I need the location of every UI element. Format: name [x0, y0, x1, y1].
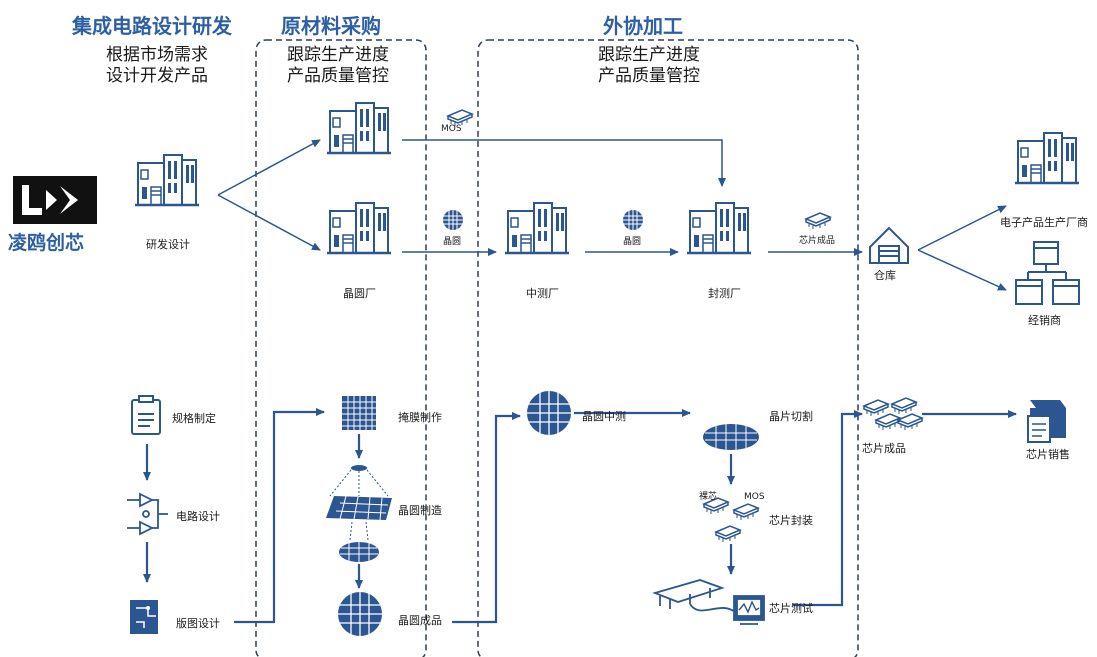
- wafer-fab-label: 晶圆厂: [343, 287, 376, 300]
- package-test-fab-label: 封测厂: [708, 287, 741, 300]
- chip-product-final-label: 芯片成品: [862, 442, 906, 455]
- wafer-label: 晶圆: [443, 237, 462, 247]
- chip-product-icon: [805, 212, 831, 230]
- wafer-mid-test-label: 晶圆中测: [582, 410, 626, 423]
- wafer-icon: [442, 209, 464, 231]
- chip-sales-label: 芯片销售: [1026, 448, 1070, 461]
- chip-product-final-icon: [897, 413, 923, 431]
- brand-logo: [13, 176, 97, 224]
- packaged-chip-icon: [715, 525, 741, 543]
- outsource-subtitle: 跟踪生产进度 产品质量管控: [588, 45, 710, 87]
- procurement-box: [255, 39, 427, 657]
- layout-design-label: 版图设计: [176, 617, 220, 630]
- wafer-product-icon: [338, 592, 382, 636]
- spec-icon: [131, 395, 161, 435]
- wafer-manufacture-icon: [326, 465, 392, 562]
- wafer-mid-test-icon: [527, 391, 571, 435]
- circuit-design-icon: [127, 492, 168, 536]
- rd-design-label: 研发设计: [146, 238, 190, 251]
- mos-process-label: MOS: [744, 492, 765, 502]
- circuit-design-label: 电路设计: [176, 510, 220, 523]
- rd-design-icon: [133, 153, 201, 207]
- rd-header: 集成电路设计研发: [72, 14, 232, 38]
- warehouse-icon: [869, 226, 909, 264]
- outsource-subtitle-line-1: 跟踪生产进度: [598, 45, 700, 65]
- spec-label: 规格制定: [172, 412, 216, 425]
- rd-subtitle-line-2: 设计开发产品: [106, 66, 208, 86]
- chip-product-final-icon: [891, 397, 917, 415]
- warehouse-label: 仓库: [874, 269, 896, 282]
- procurement-subtitle: 跟踪生产进度 产品质量管控: [277, 45, 399, 87]
- package-test-fab-icon: [685, 201, 753, 255]
- chip-testing-icon: [652, 579, 765, 625]
- mask-making-label: 掩膜制作: [398, 411, 442, 424]
- process-left-connectors: [143, 408, 325, 624]
- outsource-subtitle-line-2: 产品质量管控: [598, 66, 700, 86]
- chip-packaging-label: 芯片封装: [769, 514, 813, 527]
- brand-name: 凌鸥创芯: [8, 232, 85, 254]
- chip-testing-label: 芯片测试: [769, 602, 813, 615]
- wafer-product-label: 晶圆成品: [398, 614, 442, 627]
- supply-chain-connectors: [217, 139, 1007, 291]
- wafer-manufacture-label: 晶圆制造: [398, 504, 442, 517]
- distributor-label: 经销商: [1028, 314, 1061, 327]
- outsource-box: [477, 39, 859, 657]
- rd-subtitle-line-1: 根据市场需求: [106, 45, 208, 65]
- chip-product-final-icon: [863, 399, 889, 417]
- process-mid-connectors: [355, 412, 521, 624]
- bare-die-label: 裸芯: [699, 492, 718, 502]
- mid-test-fab-label: 中测厂: [526, 287, 559, 300]
- chip-sales-icon: [1027, 400, 1066, 443]
- wafer-fab-icon: [325, 201, 393, 255]
- electronics-maker-icon: [1013, 131, 1081, 185]
- outsource-header: 外协加工: [603, 14, 683, 38]
- procurement-subtitle-line-1: 跟踪生产进度: [287, 45, 389, 65]
- wafer-icon: [622, 209, 644, 231]
- distributor-icon: [1015, 241, 1080, 305]
- layout-design-icon: [130, 600, 158, 634]
- process-right-connectors: [574, 409, 1017, 607]
- wafer-fab-top-icon: [325, 101, 393, 155]
- chip-product-label: 芯片成品: [799, 236, 836, 246]
- electronics-maker-label: 电子产品生产厂商: [1000, 216, 1088, 229]
- mid-test-fab-icon: [503, 201, 571, 255]
- rd-subtitle: 根据市场需求 设计开发产品: [98, 45, 216, 87]
- mos-icon: [733, 503, 759, 521]
- procurement-subtitle-line-2: 产品质量管控: [287, 66, 389, 86]
- mos-label: MOS: [441, 124, 462, 134]
- procurement-header: 原材料采购: [281, 14, 381, 38]
- wafer-label-2: 晶圆: [623, 237, 642, 247]
- wafer-dicing-label: 晶片切割: [769, 410, 813, 423]
- mask-icon: [342, 396, 376, 430]
- wafer-dicing-icon: [703, 424, 759, 450]
- chip-product-final-icon: [875, 413, 901, 431]
